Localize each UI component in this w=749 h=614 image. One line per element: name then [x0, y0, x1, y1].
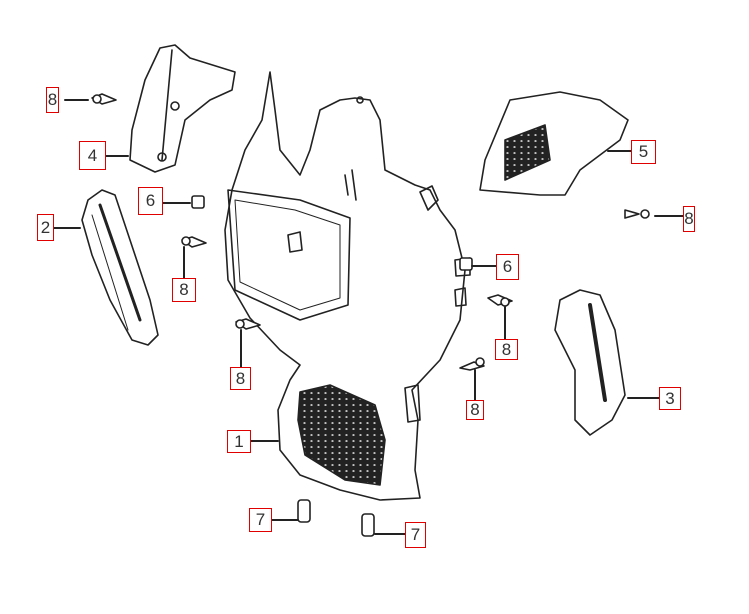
part-3-side-panel — [554, 289, 626, 436]
callout-8-bolt: 8 — [495, 339, 518, 360]
part-2-grille-panel — [81, 189, 159, 346]
callout-8-bolt: 8 — [172, 278, 196, 302]
part-4-side-cover — [129, 44, 236, 173]
callout-5-top-cover: 5 — [631, 140, 656, 164]
callout-3-side-panel: 3 — [659, 387, 681, 410]
part-5-top-cover — [479, 91, 629, 196]
callout-8-bolt: 8 — [466, 400, 484, 420]
callout-7-rivet: 7 — [249, 508, 272, 532]
part-1-main-housing — [224, 71, 471, 501]
callout-6-clip: 6 — [138, 187, 163, 215]
callout-8-bolt: 8 — [46, 87, 59, 113]
callout-6-clip: 6 — [496, 254, 519, 280]
leader-lines — [53, 99, 684, 535]
callout-7-rivet: 7 — [405, 522, 426, 548]
callout-2-grille-panel: 2 — [37, 214, 54, 241]
callout-4-side-cover: 4 — [79, 141, 106, 170]
callout-8-bolt: 8 — [683, 206, 695, 232]
callout-8-bolt: 8 — [230, 367, 251, 390]
fasteners — [91, 93, 650, 537]
callout-1-main-housing: 1 — [227, 430, 251, 453]
